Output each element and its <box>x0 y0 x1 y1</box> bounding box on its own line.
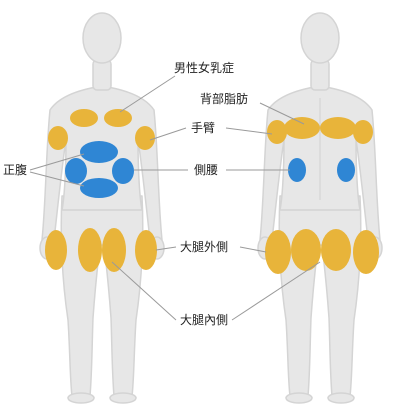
front-abdomen-fat-upper <box>80 141 118 163</box>
back-outer-thigh-fat-left <box>265 230 291 274</box>
front-chest-fat-right <box>104 109 132 127</box>
front-body-figure <box>39 12 165 404</box>
front-arm-fat-right <box>135 126 155 150</box>
front-outer-thigh-fat-right <box>135 230 157 270</box>
label-back-fat: 背部脂肪 <box>200 92 249 106</box>
front-chest-fat-left <box>70 109 98 127</box>
back-upper-fat-left <box>284 117 320 139</box>
leader-back-fat <box>259 102 305 125</box>
leader-inner-thigh-back <box>231 261 321 321</box>
leader-chest <box>119 75 176 113</box>
back-foot-right <box>327 392 355 404</box>
front-head <box>82 12 122 64</box>
front-foot-left <box>67 392 95 404</box>
leader-inner-thigh-front <box>111 261 177 321</box>
back-upper-fat-right <box>320 117 356 139</box>
back-inner-thigh-fat-left <box>291 229 321 271</box>
back-body-figure <box>257 12 383 404</box>
leader-abdomen-lower <box>29 171 85 187</box>
front-flank-fat-left <box>65 158 87 184</box>
back-head <box>300 12 340 64</box>
front-inner-thigh-fat-left <box>78 228 102 272</box>
leader-lines <box>29 75 321 321</box>
back-flank-fat-left <box>288 158 306 182</box>
back-outer-thigh-fat-right <box>353 230 379 274</box>
front-neck <box>92 59 112 91</box>
front-abdomen-fat-lower <box>80 178 118 198</box>
front-flank-fat-right <box>112 158 134 184</box>
label-arm: 手臂 <box>191 121 216 135</box>
front-outer-thigh-fat-left <box>45 230 67 270</box>
label-outer-thigh: 大腿外側 <box>180 240 229 254</box>
label-abdomen: 正腹 <box>3 163 28 177</box>
label-inner-thigh: 大腿內側 <box>180 313 229 327</box>
leader-arm-back <box>225 127 273 135</box>
front-foot-right <box>109 392 137 404</box>
label-flank: 側腰 <box>194 163 219 177</box>
back-arm-fat-left <box>267 120 287 144</box>
back-legs <box>278 195 362 397</box>
front-arm-fat-left <box>48 126 68 150</box>
back-inner-thigh-fat-right <box>321 229 351 271</box>
front-legs <box>60 195 144 397</box>
back-foot-left <box>285 392 313 404</box>
leader-arm-front <box>149 127 187 141</box>
back-neck <box>310 59 330 91</box>
front-inner-thigh-fat-right <box>102 228 126 272</box>
leader-abdomen-upper <box>29 153 85 171</box>
front-fat-zones <box>45 109 157 272</box>
back-fat-zones <box>265 117 379 274</box>
leader-outer-thigh-back <box>239 246 267 253</box>
label-male-gynecomastia: 男性女乳症 <box>174 61 235 75</box>
back-flank-fat-right <box>337 158 355 182</box>
back-arm-fat-right <box>353 120 373 144</box>
front-torso <box>41 85 163 241</box>
leader-outer-thigh-front <box>155 246 177 251</box>
